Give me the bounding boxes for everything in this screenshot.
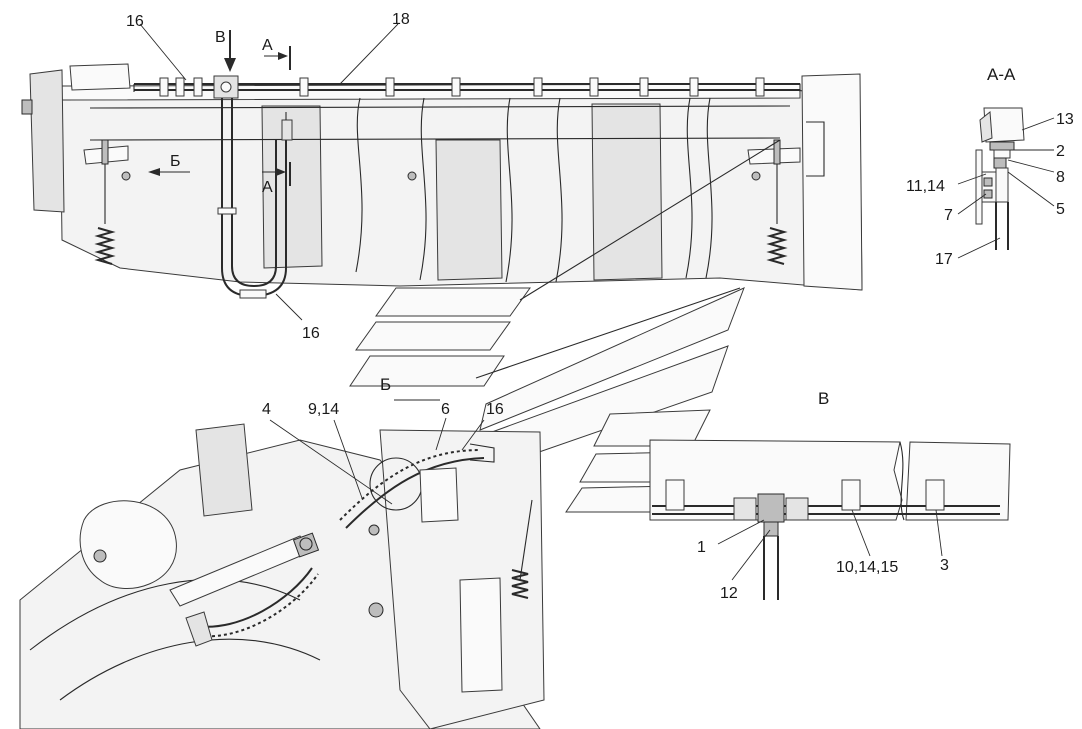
label-aa-11-14: 11,14 (906, 178, 945, 195)
label-view-b-arrow: Б (170, 153, 181, 170)
label-v-10-14-15: 10,14,15 (836, 559, 898, 576)
label-view-v-arrow: В (215, 29, 226, 46)
label-v-12: 12 (720, 585, 738, 602)
label-v-3: 3 (940, 557, 949, 574)
label-aa-13: 13 (1056, 111, 1074, 128)
view-v-detail (649, 439, 1011, 600)
label-section-aa-title: А-А (987, 65, 1016, 84)
label-low-6: 6 (441, 401, 450, 418)
label-low-16: 16 (486, 401, 504, 418)
label-aa-17: 17 (935, 251, 953, 268)
label-aa-2: 2 (1056, 143, 1065, 160)
top-pipe-line (133, 75, 801, 99)
label-top-18: 18 (392, 11, 410, 28)
left-spring-hanger (83, 139, 129, 265)
break-lines (355, 97, 713, 283)
label-low-4: 4 (262, 401, 271, 418)
label-view-v-title: В (818, 389, 829, 408)
hose-loop-16 (217, 98, 293, 299)
top-header-view (21, 23, 863, 321)
lower-machine-view (19, 417, 545, 729)
label-section-a-bottom: А (262, 179, 273, 196)
label-v-1: 1 (697, 539, 706, 556)
label-aa-5: 5 (1056, 201, 1065, 218)
label-aa-7: 7 (944, 207, 953, 224)
callout-labels: 16 В А 18 А-А 13 2 8 11,14 5 7 17 Б А 16… (126, 11, 1074, 602)
label-bottom-16-loop: 16 (302, 325, 320, 342)
label-aa-8: 8 (1056, 169, 1065, 186)
label-low-9-14: 9,14 (308, 401, 339, 418)
view-v-arrow-head (224, 58, 236, 72)
label-top-16: 16 (126, 13, 144, 30)
label-view-b-title: Б (380, 375, 391, 394)
section-aa-detail (957, 107, 1055, 259)
label-section-a-top: А (262, 37, 273, 54)
